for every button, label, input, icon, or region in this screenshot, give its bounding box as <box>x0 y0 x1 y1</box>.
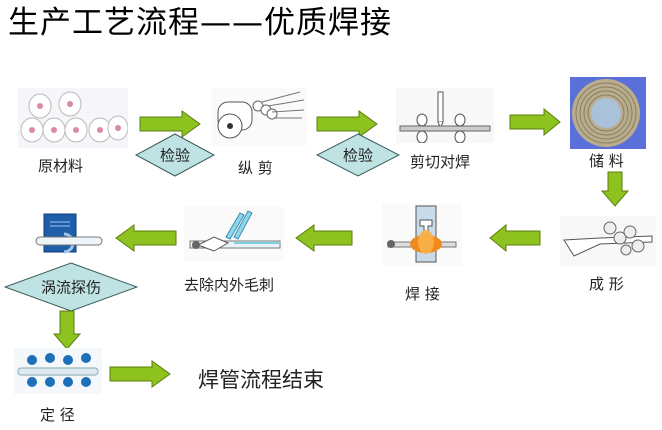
arrow-right-2 <box>315 110 379 138</box>
shear-butt-weld-illustration <box>396 88 494 143</box>
page-title: 生产工艺流程——优质焊接 <box>8 5 392 41</box>
eddy-current-tester-illustration <box>34 212 104 258</box>
inspection-diamond-1: 检验 <box>135 133 215 177</box>
inspection-label-1: 检验 <box>159 146 190 165</box>
arrow-right-1 <box>138 110 202 138</box>
step-label-welding: 焊 接 <box>405 285 440 303</box>
step-label-raw-material: 原材料 <box>38 157 84 175</box>
inspection-label-2: 检验 <box>342 146 373 165</box>
arrow-left-2 <box>294 224 354 252</box>
process-end-label: 焊管流程结束 <box>198 368 324 392</box>
arrow-right-3 <box>508 108 562 136</box>
raw-material-illustration <box>18 88 128 148</box>
forming-illustration <box>560 216 656 266</box>
step-label-shear-butt-weld: 剪切对焊 <box>410 153 471 171</box>
eddy-current-inspection-label: 涡流探伤 <box>40 278 101 297</box>
step-label-sizing: 定 径 <box>40 406 75 424</box>
step-label-deburring: 去除内外毛刺 <box>184 276 275 294</box>
step-label-forming: 成 形 <box>589 275 624 293</box>
arrow-right-4 <box>108 360 172 388</box>
arrow-down-2 <box>53 310 81 350</box>
arrow-down-1 <box>601 171 629 207</box>
deburring-illustration <box>184 207 284 261</box>
sizing-illustration <box>14 348 102 394</box>
welding-illustration <box>382 204 462 266</box>
inspection-diamond-2: 检验 <box>316 133 400 177</box>
arrow-left-3 <box>114 224 178 252</box>
coil-storage-illustration <box>570 77 646 149</box>
slitting-illustration <box>212 88 307 146</box>
step-label-coil-storage: 储 料 <box>589 152 624 170</box>
eddy-current-inspection-diamond: 涡流探伤 <box>4 262 138 312</box>
arrow-left-1 <box>488 224 542 252</box>
step-label-slitting: 纵 剪 <box>238 159 273 177</box>
